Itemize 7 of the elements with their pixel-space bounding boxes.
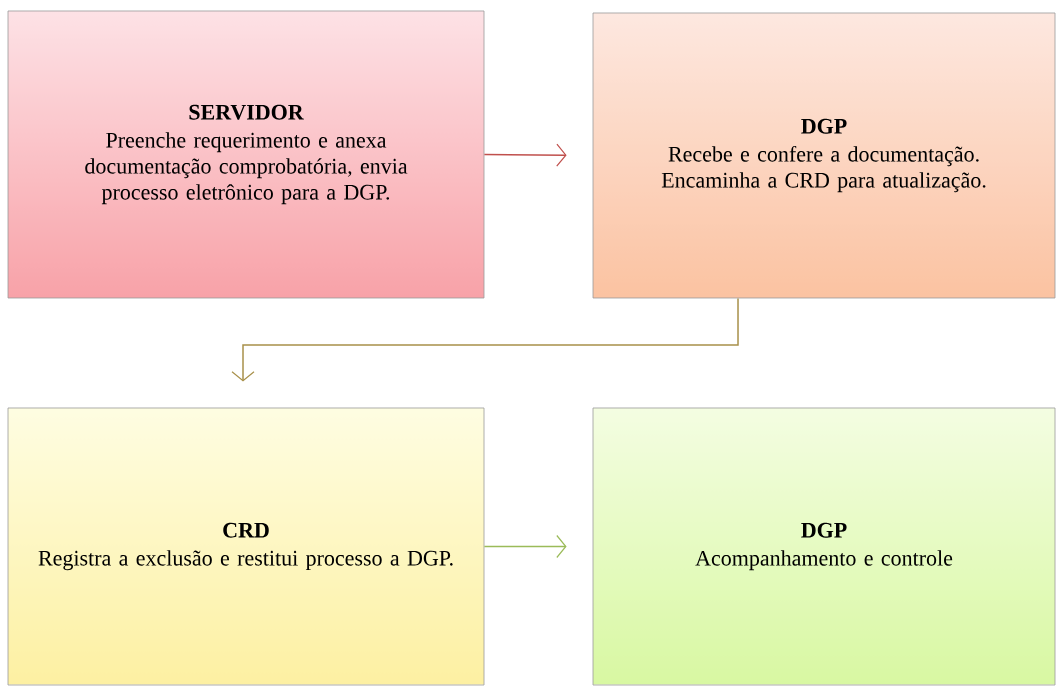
process-box: DGP Recebe e confere a documentação. Encaminha a CRD para atualização.: [592, 12, 1056, 299]
process-box: CRD Registra a exclusão e restitui processo a DGP.: [7, 407, 485, 686]
process-box: DGP Acompanhamento e controle: [592, 407, 1056, 686]
arrow: [483, 534, 567, 559]
arrow: [483, 143, 567, 167]
process-box: SERVIDOR Preenche requerimento e anexa documentação comprobatória, envia processo eletrônico para a DGP.: [7, 10, 485, 299]
arrow: [231, 297, 739, 382]
